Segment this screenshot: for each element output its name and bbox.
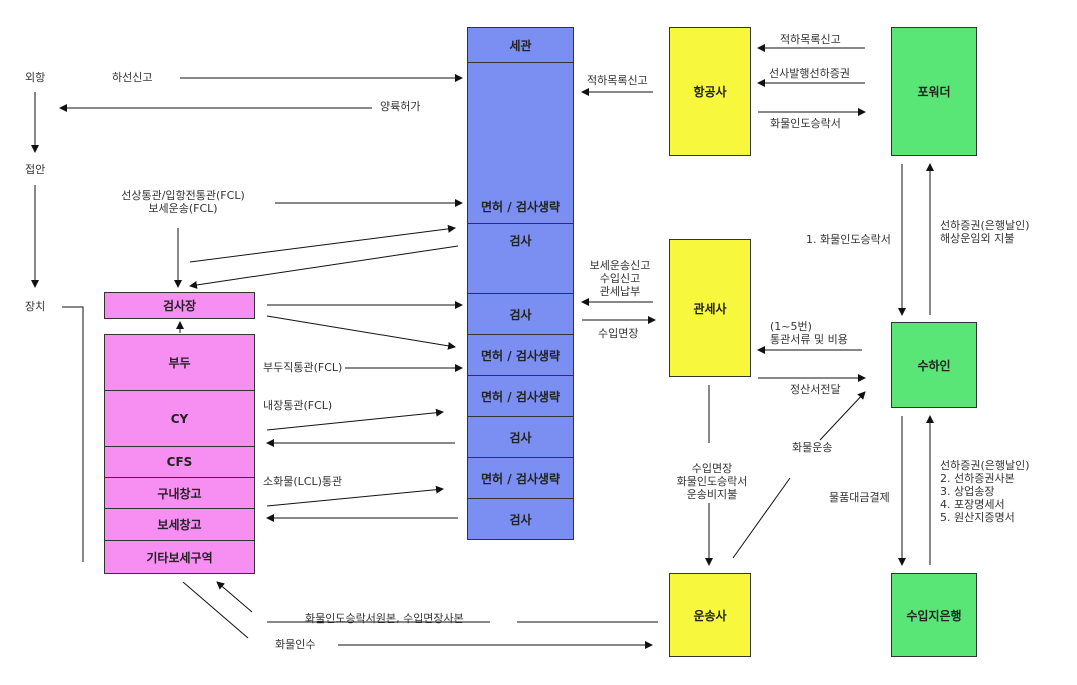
state-foreign-port: 외항 [25,71,46,84]
label-import-permit-customs: 수입면장 [598,327,639,340]
customs-row-5: 면허 / 검사생략 [467,375,574,417]
carrier-box: 운송사 [669,573,751,657]
label-bl-payment: 선하증권(은행날인) 해상운임외 지불 [940,219,1030,245]
inspection-site: 검사장 [104,292,255,319]
label-unloading-report: 하선신고 [112,71,153,84]
warehouse-bonded: 보세창고 [104,508,255,541]
warehouse-other-bonded: 기타보세구역 [104,540,255,574]
label-inland-clearance: 내장통관(FCL) [263,399,333,412]
customs-row-1: 면허 / 검사생략 [467,62,574,224]
label-original-docs: 화물인도승락서원본, 수입면장사본 [305,612,464,625]
label-delivery-order-forwarder: 화물인도승락서 [770,117,841,130]
label-landing-permit: 양륙허가 [380,100,421,113]
customs-row-2: 검사 [467,223,574,294]
label-manifest-airline: 적하목록신고 [587,74,648,87]
state-anchorage: 접안 [25,163,46,176]
label-payment: 물품대금결제 [829,491,890,504]
consignee-box: 수하인 [891,322,977,408]
label-cargo-transport: 화물운송 [792,441,833,454]
warehouse-pier: 부두 [104,334,255,391]
customs-header: 세관 [467,27,574,63]
airline-box: 항공사 [669,27,751,156]
label-settlement: 정산서전달 [790,383,841,396]
label-cargo-handover: 화물인수 [275,638,316,651]
warehouse-premise: 구내창고 [104,477,255,509]
label-lcl-clearance: 소화물(LCL)통관 [263,475,343,488]
label-broker-filings: 보세운송신고 수입신고 관세납부 [589,259,651,298]
label-delivery-order-1: 1. 화물인도승락서 [806,233,891,246]
customs-row-7: 면허 / 검사생략 [467,457,574,499]
label-docs-and-costs: (1~5번) 통관서류 및 비용 [770,320,848,346]
label-pier-clearance: 부두직통관(FCL) [263,361,343,374]
customs-row-6: 검사 [467,416,574,458]
customs-row-3: 검사 [467,293,574,335]
customs-row-4: 면허 / 검사생략 [467,334,574,376]
customs-row-8: 검사 [467,498,574,540]
label-carrier-docs: 수입면장 화물인도승락서 운송비지불 [676,462,748,501]
customs-broker-box: 관세사 [669,239,751,377]
warehouse-cfs: CFS [104,446,255,478]
import-bank-box: 수입지은행 [891,573,977,657]
forwarder-box: 포워더 [891,27,977,156]
state-unloading: 장치 [25,300,46,313]
label-manifest-forwarder: 적하목록신고 [780,33,841,46]
label-ship-clearance: 선상통관/입항전통관(FCL) 보세운송(FCL) [121,189,245,215]
label-house-bl: 선사발행선하증권 [769,67,850,80]
label-bank-docs: 선하증권(은행날인) 2. 선하증권사본 3. 상업송장 4. 포장명세서 5.… [940,459,1030,524]
warehouse-cy: CY [104,390,255,447]
